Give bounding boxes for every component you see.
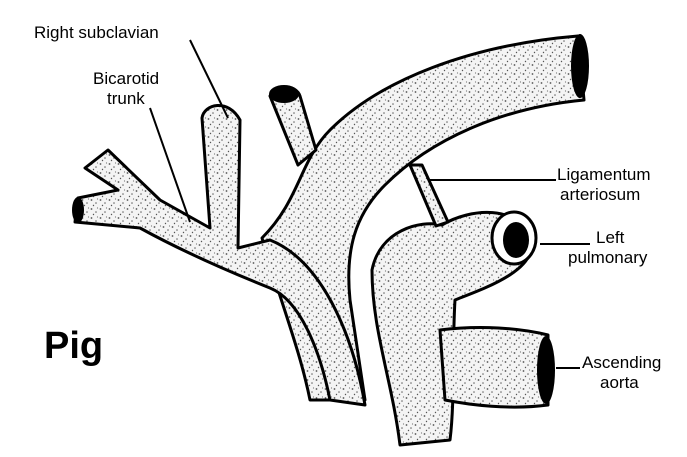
label-ligamentum-2: arteriosum [560, 185, 640, 204]
label-right-subclavian: Right subclavian [34, 23, 159, 42]
ligamentum-arteriosum [410, 165, 448, 226]
label-bicarotid-1: Bicarotid [93, 69, 159, 88]
bicarotid-lumen [72, 197, 84, 223]
label-ascending-1: Ascending [582, 353, 661, 372]
label-ascending-2: aorta [600, 373, 639, 392]
label-left-pulmonary-2: pulmonary [568, 248, 648, 267]
label-left-pulmonary-1: Left [596, 228, 625, 247]
label-ligamentum-1: Ligamentum [557, 165, 651, 184]
ascending-aorta-lumen [537, 336, 555, 404]
species-label: Pig [44, 325, 103, 367]
ascending-aorta-vessel [440, 328, 548, 408]
pulmonary-lumen-inner [503, 222, 529, 258]
aorta-lumen [571, 34, 589, 98]
label-bicarotid-2: trunk [107, 89, 145, 108]
left-branch-lumen [269, 85, 299, 103]
